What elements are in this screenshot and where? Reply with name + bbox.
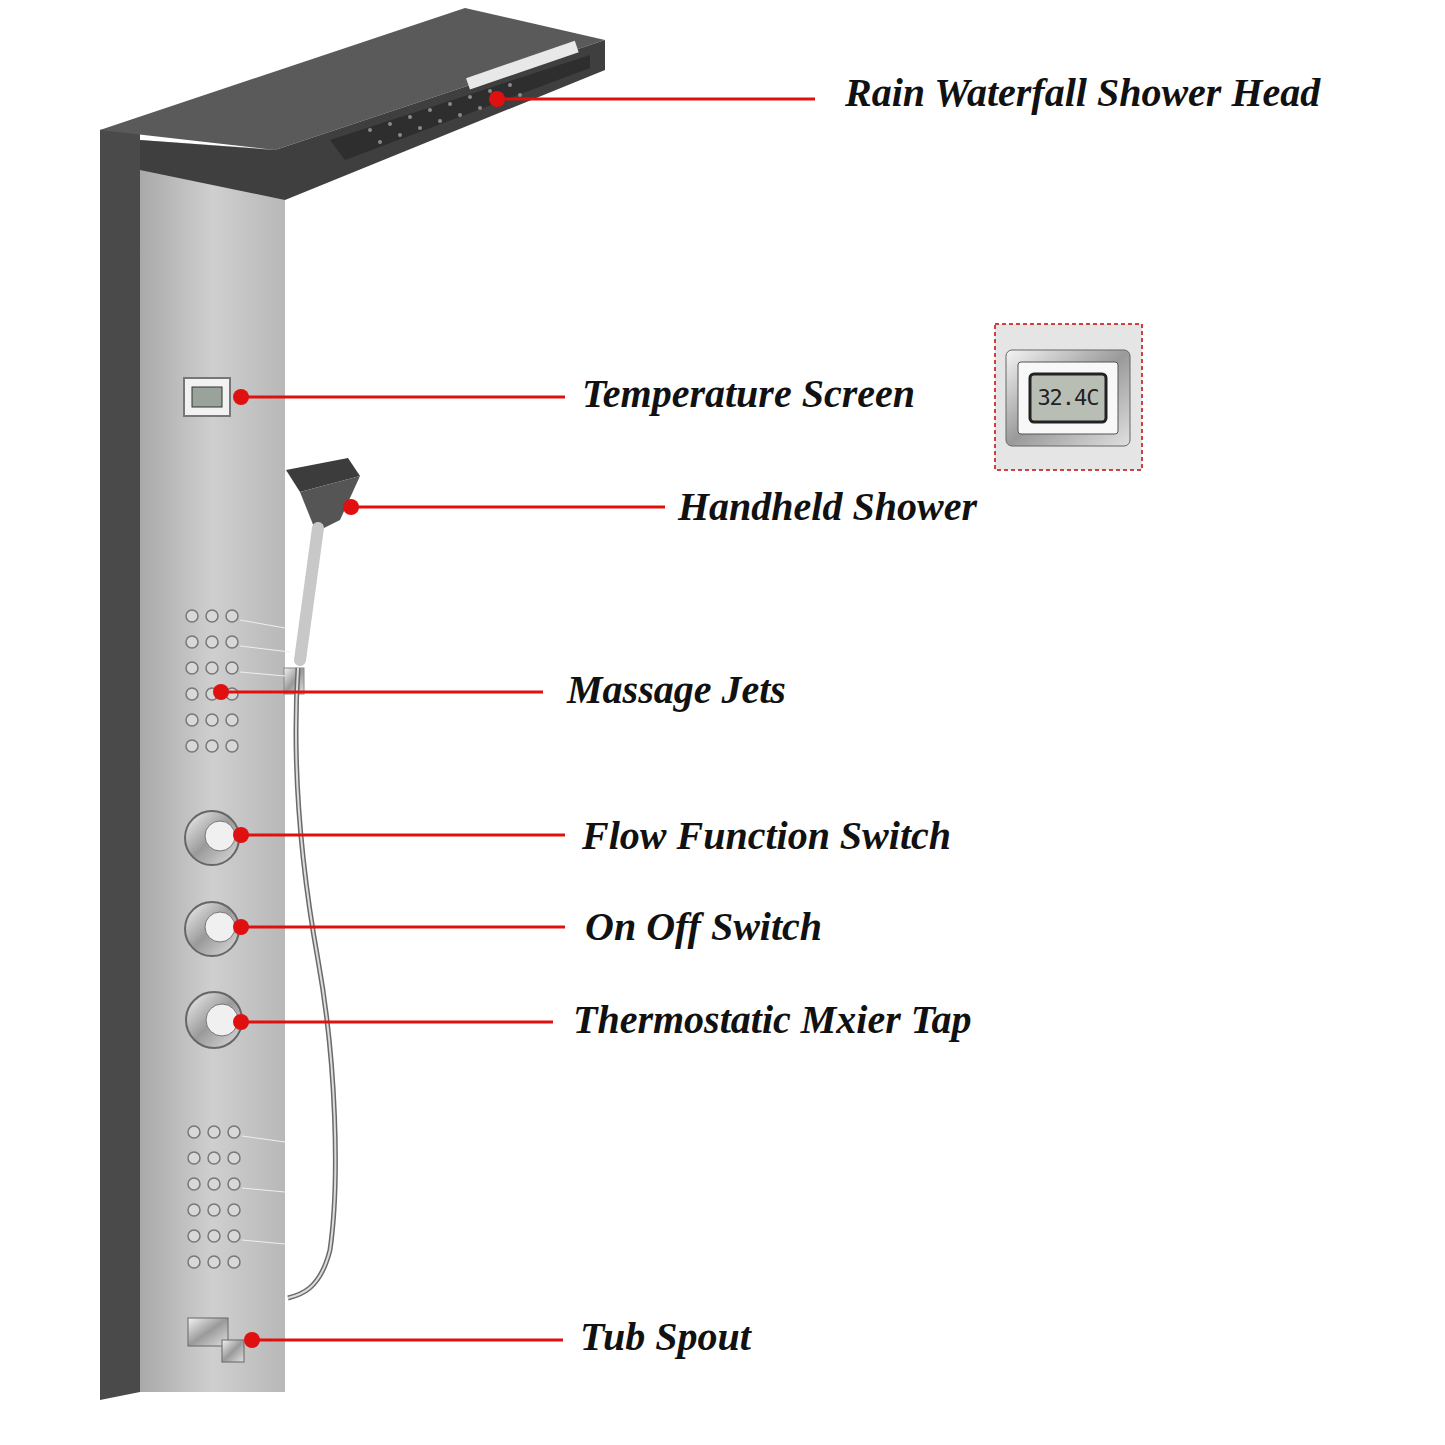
- on-off-knob: [185, 902, 239, 956]
- leader-dots: [213, 91, 505, 1348]
- part-label: Temperature Screen: [582, 370, 915, 418]
- handheld-neck: [300, 476, 360, 532]
- rain-nozzles: [368, 83, 522, 144]
- part-label: Rain Waterfall Shower Head: [845, 69, 1320, 117]
- hose-shine: [288, 668, 335, 1298]
- part-label: Massage Jets: [567, 666, 786, 714]
- part-label: Thermostatic Mxier Tap: [573, 996, 972, 1044]
- jet-spray: [240, 620, 290, 1244]
- screen-inset: [995, 324, 1142, 470]
- handheld-holder: [284, 668, 304, 694]
- rain-head-body: [140, 40, 605, 200]
- part-label: Tub Spout: [580, 1313, 751, 1361]
- inset-bezel: [1006, 350, 1130, 446]
- hose: [288, 668, 335, 1298]
- inset-lcd: [1030, 374, 1106, 422]
- part-label: Handheld Shower: [678, 483, 977, 531]
- flow-function-knob: [185, 811, 239, 865]
- screen-lcd: [192, 387, 222, 407]
- lcd-reading: 32.4C: [1037, 385, 1098, 411]
- handheld-handle: [300, 528, 318, 660]
- part-label: Flow Function Switch: [582, 812, 951, 860]
- waterfall-outlet: [466, 41, 579, 90]
- massage-jets-upper: [186, 610, 238, 752]
- panel-side: [100, 122, 140, 1400]
- temperature-screen: [184, 378, 230, 416]
- rain-head-underside: [330, 55, 590, 160]
- tub-spout: [188, 1318, 244, 1362]
- leader-lines: [221, 99, 815, 1340]
- part-label: On Off Switch: [585, 903, 822, 951]
- massage-jets-lower: [188, 1126, 240, 1268]
- panel-front: [140, 140, 285, 1392]
- inset-frame: [1018, 362, 1118, 434]
